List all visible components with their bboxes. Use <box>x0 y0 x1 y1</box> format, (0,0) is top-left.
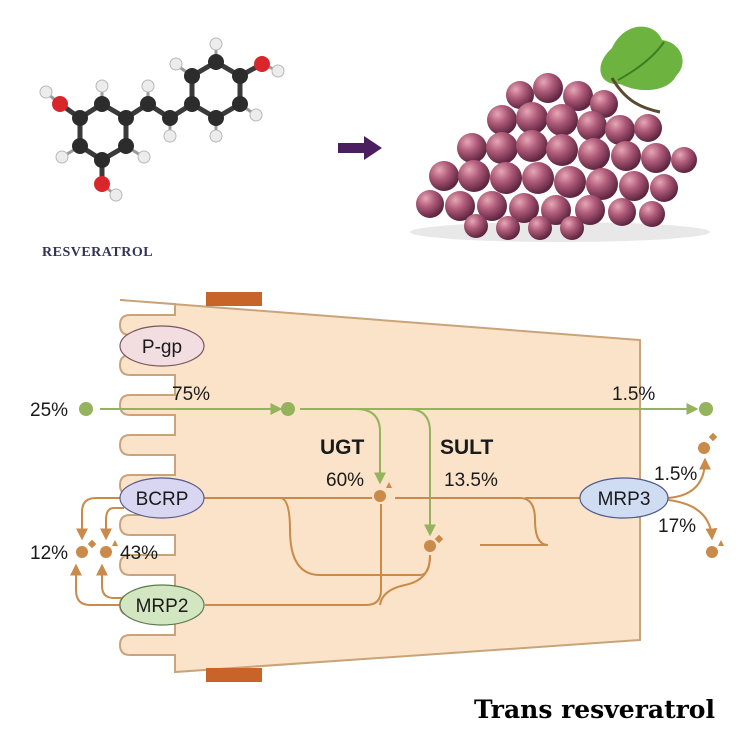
resveratrol-molecule-model <box>40 38 284 201</box>
metabolite-dot-right <box>100 540 118 558</box>
pct-mrp3-upper: 1.5% <box>654 464 697 485</box>
molecule-caption: RESVERATROL <box>42 245 153 260</box>
tight-junction-top <box>206 292 262 306</box>
sult-label: SULT <box>440 436 493 459</box>
pct-efflux-right: 43% <box>120 543 158 564</box>
mrp2-label: MRP2 <box>136 596 189 617</box>
ugt-label: UGT <box>320 436 365 459</box>
parent-compound-dot <box>699 402 713 416</box>
tight-junction-bottom <box>206 668 262 682</box>
parent-compound-dot <box>281 402 295 416</box>
bcrp-label: BCRP <box>136 489 189 510</box>
sulfate-metabolite-dot <box>698 433 717 454</box>
figure-title: Trans resveratrol <box>474 695 715 724</box>
metabolite-dot-left <box>76 540 96 558</box>
grape-bunch-image <box>410 27 710 242</box>
parent-compound-dot <box>79 402 93 416</box>
pgp-label: P-gp <box>142 337 182 358</box>
pct-ugt: 60% <box>326 470 364 491</box>
right-arrow-icon <box>338 136 382 160</box>
bcrp-transporter: BCRP <box>120 478 204 518</box>
pgp-transporter: P-gp <box>120 326 204 366</box>
mrp3-label: MRP3 <box>598 489 651 510</box>
pct-basolateral-parent: 1.5% <box>612 384 655 405</box>
pct-mrp3-lower: 17% <box>658 516 696 537</box>
pct-sult: 13.5% <box>444 470 498 491</box>
pct-apical-in: 25% <box>30 400 68 421</box>
glucuronide-metabolite-dot <box>706 540 724 558</box>
mrp2-transporter: MRP2 <box>120 585 204 625</box>
pct-absorbed: 75% <box>172 384 210 405</box>
pct-efflux-left: 12% <box>30 543 68 564</box>
